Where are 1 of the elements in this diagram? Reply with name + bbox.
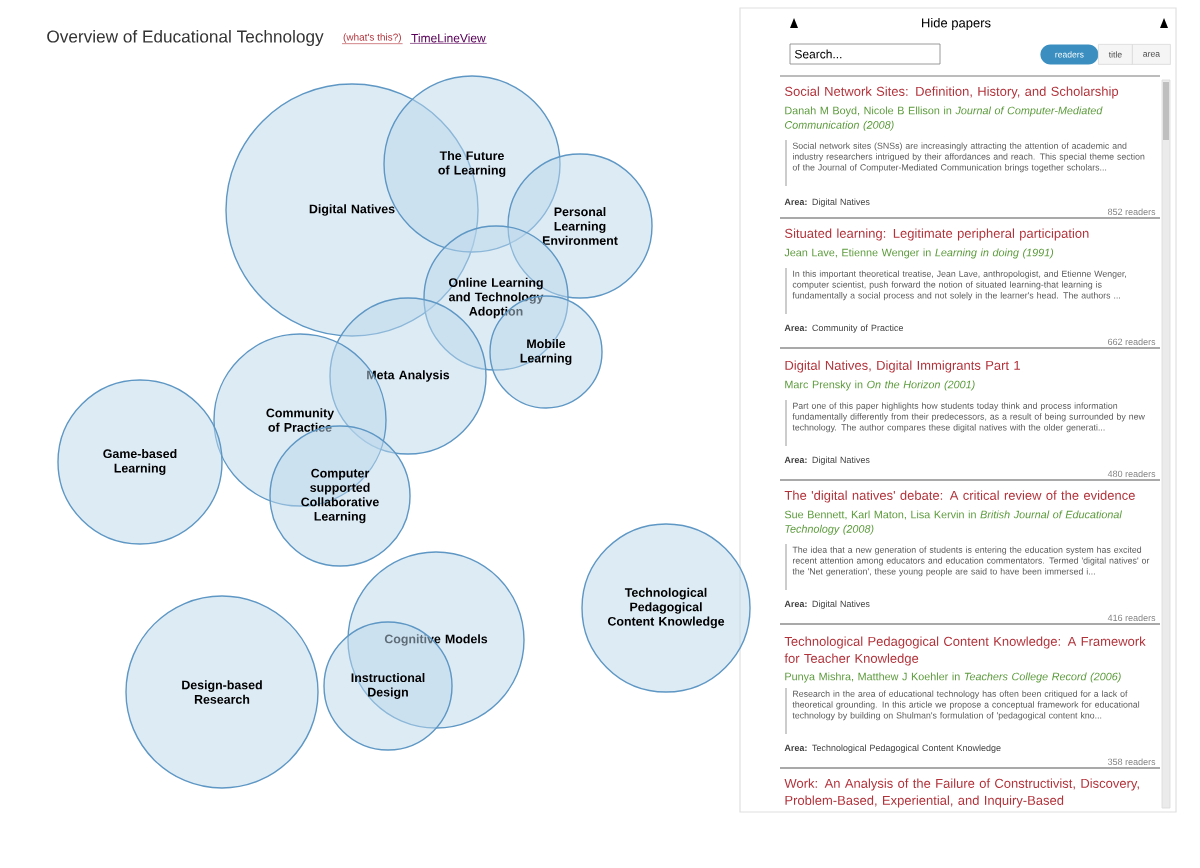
page-title: Overview of Educational Technology	[47, 30, 324, 46]
